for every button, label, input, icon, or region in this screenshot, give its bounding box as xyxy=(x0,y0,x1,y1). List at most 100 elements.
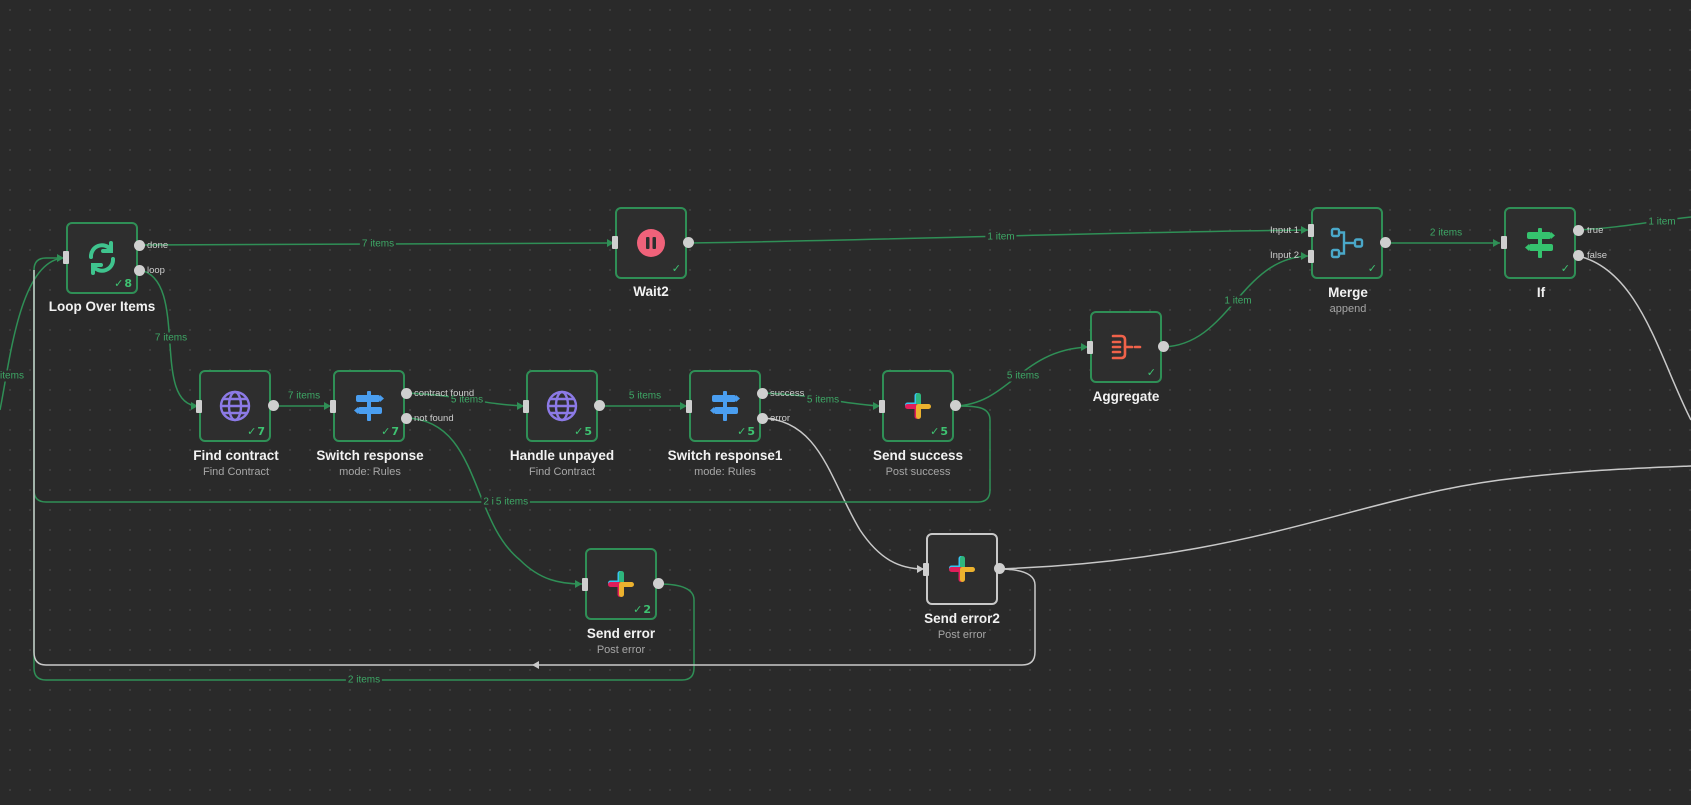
node-subtitle: Post success xyxy=(885,466,951,478)
node-title: Handle unpayed xyxy=(509,448,615,463)
node-title: If xyxy=(1536,285,1546,300)
edge-label-loopback-a: 2 it xyxy=(481,496,499,508)
edge-senderror2-loopback xyxy=(33,270,1036,666)
node-subtitle: Post error xyxy=(596,644,646,656)
node-send-error[interactable]: ✓2 xyxy=(585,548,657,620)
arrowhead xyxy=(917,565,924,573)
arrowhead xyxy=(57,254,64,262)
success-check: ✓ xyxy=(1146,366,1156,379)
output-handle[interactable] xyxy=(994,563,1005,574)
input-handle-2[interactable] xyxy=(1308,250,1314,263)
input-handle[interactable] xyxy=(879,400,885,413)
node-if[interactable]: ✓ xyxy=(1504,207,1576,279)
edge-label-switch-handle: 5 items xyxy=(448,394,486,406)
node-subtitle: Find Contract xyxy=(202,466,270,478)
slack-icon xyxy=(902,390,934,422)
success-check: ✓ xyxy=(1367,262,1377,275)
input-handle[interactable] xyxy=(63,251,69,264)
aggregate-icon xyxy=(1110,331,1142,363)
switch-icon xyxy=(353,390,385,422)
node-switch-response1[interactable]: ✓5 xyxy=(689,370,761,442)
slack-icon xyxy=(946,553,978,585)
run-count-badge: ✓7 xyxy=(247,425,265,438)
edge-label-left-in: items xyxy=(0,370,26,382)
input-handle[interactable] xyxy=(686,400,692,413)
output-handle[interactable] xyxy=(268,400,279,411)
merge-icon xyxy=(1330,226,1364,260)
output-handle[interactable] xyxy=(1158,341,1169,352)
node-subtitle: mode: Rules xyxy=(694,466,756,478)
node-handle-unpayed[interactable]: ✓5 xyxy=(526,370,598,442)
output-handle-success[interactable] xyxy=(757,388,768,399)
edge-switch1-senderror2 xyxy=(761,417,925,570)
output-handle-true[interactable] xyxy=(1573,225,1584,236)
input-handle[interactable] xyxy=(196,400,202,413)
edge-if-false xyxy=(1577,255,1691,421)
globe-icon xyxy=(546,390,578,422)
output-handle[interactable] xyxy=(950,400,961,411)
node-switch-response[interactable]: ✓7 xyxy=(333,370,405,442)
node-find-contract[interactable]: ✓7 xyxy=(199,370,271,442)
output-handle[interactable] xyxy=(594,400,605,411)
edge-success-loopback xyxy=(33,257,991,503)
edge-label-loop-find: 7 items xyxy=(152,332,190,344)
input-handle-1[interactable] xyxy=(1308,224,1314,237)
arrowhead xyxy=(324,402,331,410)
success-check: ✓ xyxy=(671,262,681,275)
node-loop-over-items[interactable]: ✓8 xyxy=(66,222,138,294)
edge-label-find-switch: 7 items xyxy=(285,390,323,402)
output-handle-loop[interactable] xyxy=(134,265,145,276)
arrowhead xyxy=(680,402,687,410)
port-label-done: done xyxy=(147,240,169,251)
arrowhead xyxy=(517,402,524,410)
input-handle[interactable] xyxy=(582,578,588,591)
node-send-error2[interactable] xyxy=(926,533,998,605)
output-handle-not-found[interactable] xyxy=(401,413,412,424)
edge-label-handle-switch1: 5 items xyxy=(626,390,664,402)
node-title: Merge xyxy=(1328,285,1368,300)
edge-switch-senderror xyxy=(405,417,583,585)
arrowhead xyxy=(1301,226,1308,234)
output-handle-error[interactable] xyxy=(757,413,768,424)
node-title: Switch response xyxy=(316,448,424,463)
edge-label-loop-wait: 7 items xyxy=(359,238,397,250)
edge-label-error-loopback: 2 items xyxy=(345,674,383,686)
slack-icon xyxy=(605,568,637,600)
node-wait2[interactable]: ✓ xyxy=(615,207,687,279)
node-merge[interactable]: ✓ xyxy=(1311,207,1383,279)
edge-label-success-aggregate: 5 items xyxy=(1004,370,1042,382)
output-handle[interactable] xyxy=(1380,237,1391,248)
arrowhead xyxy=(532,661,539,669)
port-label-success: success xyxy=(770,388,805,399)
input-handle[interactable] xyxy=(923,563,929,576)
node-send-success[interactable]: ✓5 xyxy=(882,370,954,442)
globe-icon xyxy=(219,390,251,422)
input-handle[interactable] xyxy=(1501,236,1507,249)
output-handle-false[interactable] xyxy=(1573,250,1584,261)
output-handle[interactable] xyxy=(653,578,664,589)
output-handle[interactable] xyxy=(683,237,694,248)
arrowhead xyxy=(191,402,198,410)
node-title: Switch response1 xyxy=(667,448,783,463)
input-handle[interactable] xyxy=(330,400,336,413)
edge-senderror2-out xyxy=(998,465,1691,570)
run-count-badge: ✓8 xyxy=(114,277,132,290)
input-handle[interactable] xyxy=(523,400,529,413)
node-title: Send error2 xyxy=(924,611,1000,626)
port-label-error: error xyxy=(770,413,791,424)
if-icon xyxy=(1524,227,1556,259)
node-subtitle: append xyxy=(1329,303,1367,315)
port-label-input1: Input 1 xyxy=(1270,225,1300,236)
arrowhead xyxy=(1301,252,1308,260)
output-handle-contract-found[interactable] xyxy=(401,388,412,399)
node-title: Loop Over Items xyxy=(48,299,156,314)
output-handle-done[interactable] xyxy=(134,240,145,251)
input-handle[interactable] xyxy=(612,236,618,249)
run-count-badge: ✓5 xyxy=(737,425,755,438)
arrowhead xyxy=(575,580,582,588)
arrowhead xyxy=(1081,343,1088,351)
success-check: ✓ xyxy=(1560,262,1570,275)
input-handle[interactable] xyxy=(1087,341,1093,354)
edge-label-if-true: 1 item xyxy=(1646,216,1678,228)
node-aggregate[interactable]: ✓ xyxy=(1090,311,1162,383)
